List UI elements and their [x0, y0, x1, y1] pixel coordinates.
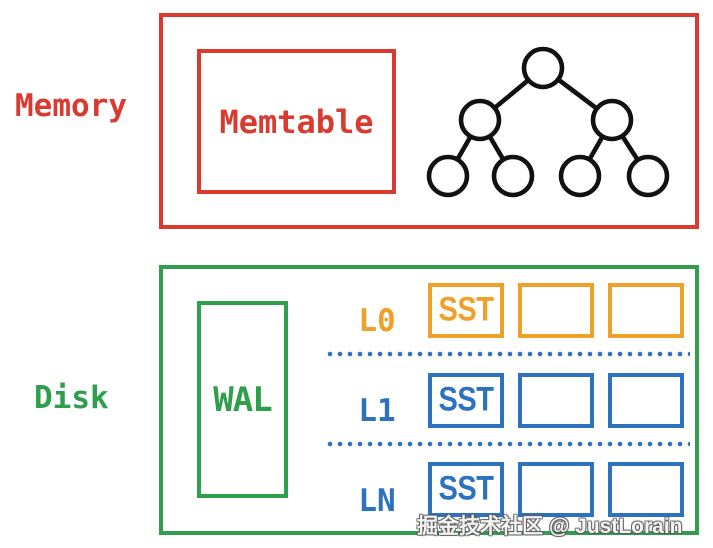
tree-left-node — [458, 98, 502, 142]
disk-section-label: Disk — [34, 380, 109, 416]
sst-box-l1: SST — [428, 373, 504, 428]
level-label-l0: L0 — [358, 303, 396, 339]
memtable-label: Memtable — [219, 102, 374, 141]
memtable-box: Memtable — [197, 49, 396, 194]
level-separator — [327, 351, 690, 357]
sst-label-l0: SST — [438, 291, 494, 329]
tree-leaf-node — [426, 154, 470, 198]
level-label-ln: LN — [358, 483, 396, 519]
empty-sst-box-l1 — [518, 373, 594, 428]
sst-box-ln: SST — [428, 462, 504, 517]
sst-label-ln: SST — [438, 470, 494, 508]
empty-sst-box-l0 — [518, 283, 594, 338]
tree-leaf-node — [491, 154, 535, 198]
sst-label-l1: SST — [438, 381, 494, 419]
tree-root-node — [521, 46, 565, 90]
wal-label: WAL — [213, 379, 272, 420]
binary-tree-icon — [426, 46, 670, 198]
empty-sst-box-l0 — [608, 283, 684, 338]
empty-sst-box-ln — [518, 462, 594, 517]
memory-section-label: Memory — [15, 88, 127, 124]
tree-right-node — [590, 98, 634, 142]
tree-leaf-node — [626, 154, 670, 198]
tree-leaf-node — [558, 154, 602, 198]
watermark: 掘金技术社区 @ JustLorain — [417, 515, 683, 538]
empty-sst-box-l1 — [608, 373, 684, 428]
wal-box: WAL — [197, 301, 288, 498]
level-separator — [327, 441, 690, 447]
empty-sst-box-ln — [608, 462, 684, 517]
sst-box-l0: SST — [428, 283, 504, 338]
level-label-l1: L1 — [358, 393, 396, 429]
